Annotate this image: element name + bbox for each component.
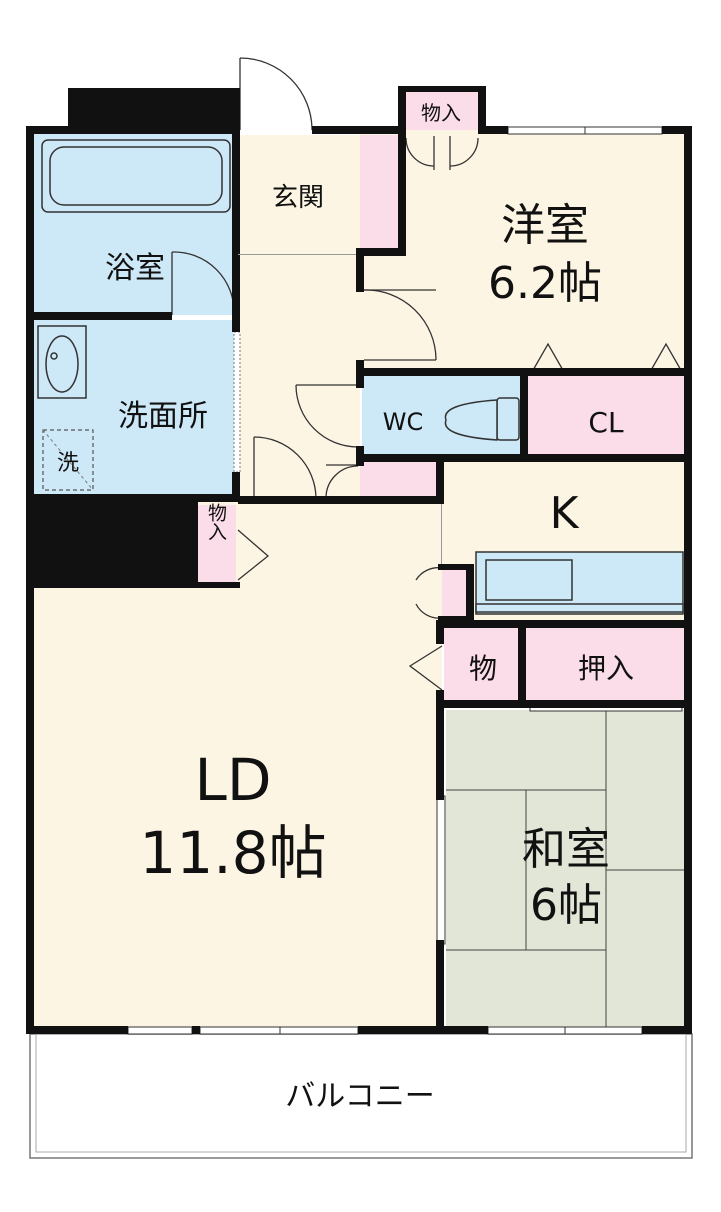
kitchen-divider [441,504,442,564]
oshiire-floor [526,628,685,706]
ld-floor [30,500,442,1032]
walls [26,86,692,1034]
side-storage-name: 物入 [205,503,227,541]
entrance-floor [238,135,360,255]
closet-floor [527,376,685,456]
bathtub [41,139,231,213]
hall-storage-floor [360,460,440,496]
top-storage-name: 物入 [421,101,461,125]
entrance-name: 玄関 [272,183,324,213]
side-storage-floor [196,505,236,583]
japanese-room-floor [446,710,685,1032]
japanese-room-size: 6帖 [530,880,602,931]
wash-basin [37,325,87,399]
hall-floor [238,255,360,500]
kitchen-name: K [550,488,580,539]
western-room-floor [360,130,685,372]
hall-divider [238,254,356,255]
toilet-name: WC [383,408,424,436]
kitchen-storage-floor [442,568,468,618]
small-storage-name: 物 [469,652,497,685]
bathroom-name: 浴室 [105,251,165,286]
kitchen-counter [475,551,684,615]
closet-name: CL [588,406,624,439]
ld-room-size: 11.8帖 [139,819,326,887]
oshiire-name: 押入 [578,652,634,685]
entrance-storage-floor [360,135,400,250]
tatami-lines [446,710,685,1030]
ld-room-name: LD [195,746,272,814]
washer-space [42,429,94,491]
top-storage-floor [404,90,480,130]
western-room-size: 6.2帖 [488,258,602,309]
balcony-name: バルコニー [285,1079,434,1114]
toilet-bowl [444,397,520,441]
washer-label: 洗 [57,451,79,476]
washroom-name: 洗面所 [118,399,208,434]
small-storage-floor [444,628,522,706]
western-room-name: 洋室 [501,200,589,251]
japanese-room-name: 和室 [522,824,610,875]
